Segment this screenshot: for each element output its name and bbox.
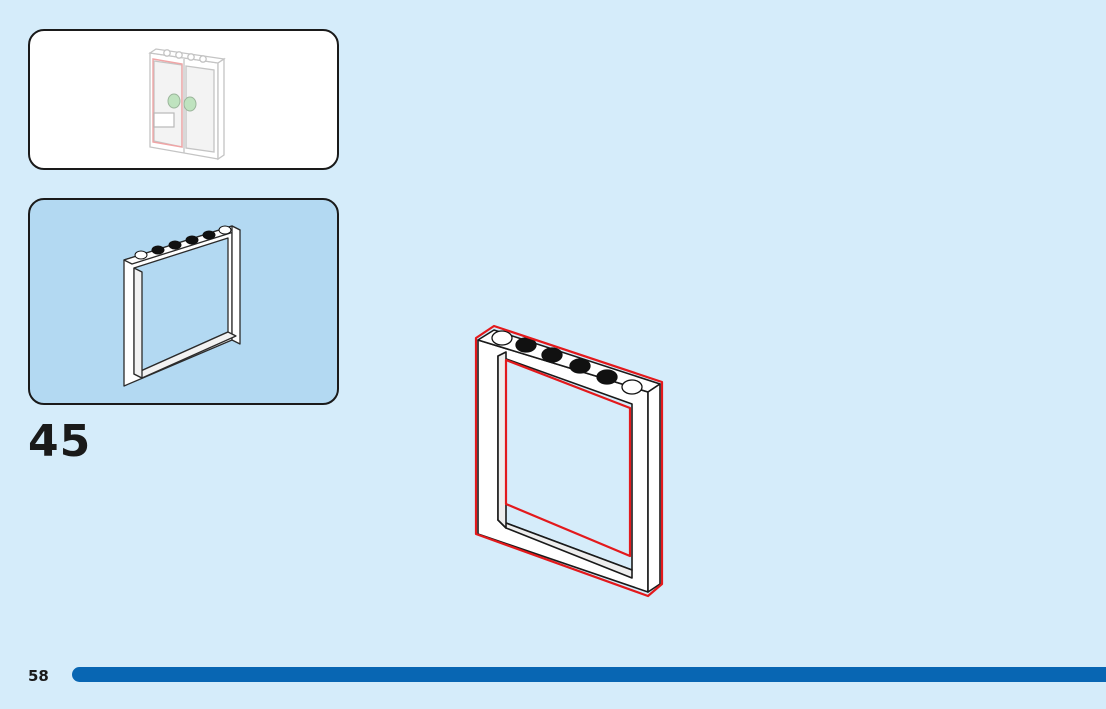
step-number: 45: [28, 416, 92, 467]
model-overview-icon: [148, 48, 226, 161]
model-overview-panel: [28, 29, 339, 170]
page-number: 58: [28, 667, 49, 685]
parts-needed-panel: [28, 198, 339, 405]
window-frame-part-icon: [123, 225, 241, 387]
progress-bar: [72, 667, 1106, 682]
